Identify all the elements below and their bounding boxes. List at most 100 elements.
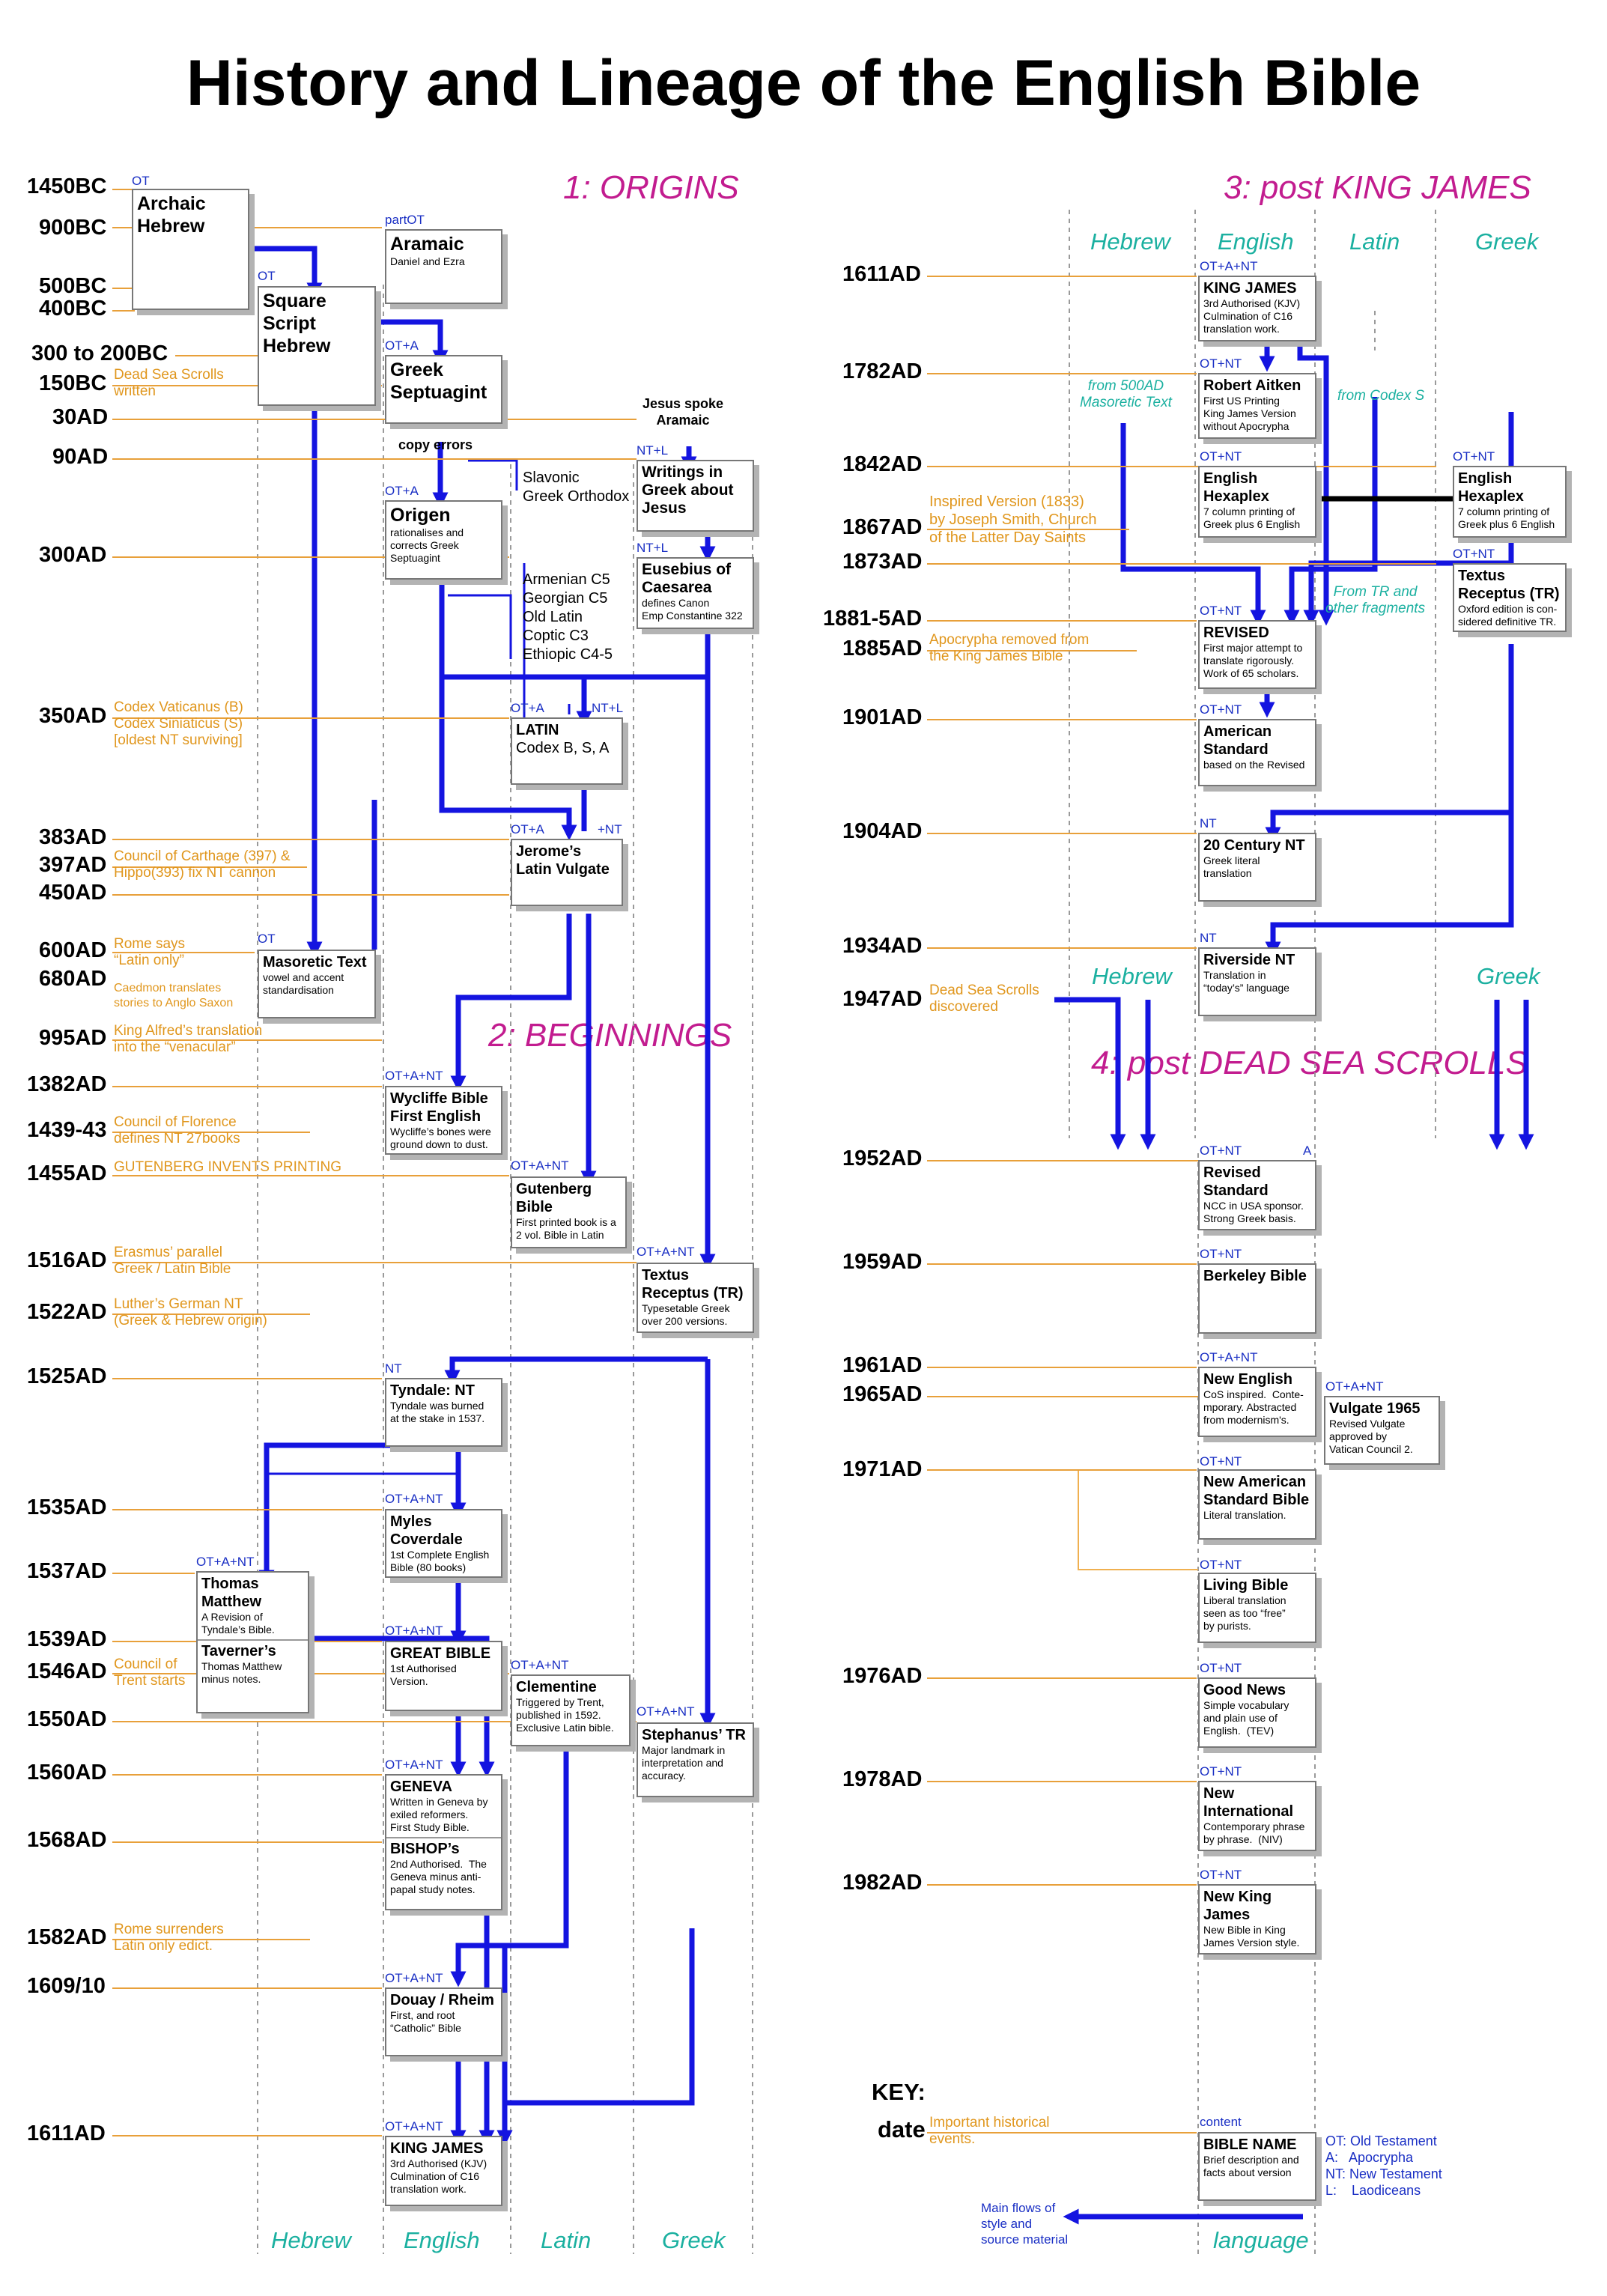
date-line	[927, 947, 1197, 949]
date-400bc: 400BC	[39, 297, 107, 321]
bible-description: Simple vocabulary and plain use of Engli…	[1203, 1699, 1289, 1737]
date-line	[927, 373, 1197, 374]
bible-name: Douay / Rheim	[390, 1992, 494, 2008]
box-thomas-matthew[interactable]: Thomas Matthew A Revision of Tyndale’s B…	[196, 1571, 309, 1713]
tag-otanta: OT+A+NT	[196, 1555, 255, 1569]
box-berkeley-bible[interactable]: Berkeley Bible	[1198, 1263, 1316, 1334]
tag-otanta: OT+A+NT	[1200, 259, 1258, 273]
bible-description: Tyndale was burned at the stake in 1537.	[390, 1400, 485, 1424]
box-jeromes-latin-vulgate[interactable]: Jerome’s Latin Vulgate	[511, 839, 623, 906]
date-1539ad: 1539AD	[27, 1627, 107, 1651]
bible-name: Wycliffe Bible First English	[390, 1090, 488, 1125]
box-textus-receptus-1873[interactable]: Textus Receptus (TR)Oxford edition is co…	[1453, 563, 1567, 632]
date-1971ad: 1971AD	[842, 1457, 923, 1481]
date-1961ad: 1961AD	[842, 1353, 923, 1377]
date-line	[927, 276, 1197, 277]
box-greek-septuagint[interactable]: Greek Septuagint	[385, 355, 502, 424]
bible-name: Vulgate 1965	[1329, 1400, 1421, 1417]
date-1382ad: 1382AD	[27, 1072, 107, 1096]
box-square-script-hebrew[interactable]: Square Script Hebrew	[258, 286, 376, 406]
box-textus-receptus-1516[interactable]: Textus Receptus (TR)Typesetable Greek ov…	[637, 1263, 754, 1333]
tag-otnt: OT+NT	[1200, 1247, 1242, 1261]
bible-description: 3rd Authorised (KJV) Culmination of C16 …	[390, 2157, 487, 2195]
lang-greek-mid: Greek	[1477, 963, 1540, 989]
event-apocrypha-removed: Apocrypha removed from the King James Bi…	[929, 632, 1089, 665]
section-beginnings: 2: BEGINNINGS	[488, 1017, 732, 1054]
event-text: GUTENBERG INVENTS PRINTING	[114, 1159, 342, 1175]
date-150bc: 150BC	[39, 371, 107, 395]
bible-name: Aramaic	[390, 234, 464, 255]
date-line	[112, 866, 307, 868]
box-writings-greek-jesus[interactable]: Writings in Greek about Jesus	[637, 460, 754, 532]
date-1537ad: 1537AD	[27, 1559, 107, 1583]
bible-description: 1st Authorised Version.	[390, 1662, 457, 1687]
bible-name: Textus Receptus (TR)	[642, 1267, 744, 1302]
date-line	[112, 717, 509, 719]
date-1904ad: 1904AD	[842, 819, 923, 843]
key-events: Important historical events.	[929, 2115, 1050, 2148]
box-archaic-hebrew[interactable]: Archaic Hebrew	[132, 189, 249, 310]
date-1522ad: 1522AD	[27, 1300, 107, 1324]
date-line	[927, 1367, 1197, 1368]
tag-otanta: OT+A+NT	[385, 1492, 443, 1506]
key-date: date	[878, 2116, 926, 2142]
tag-a: A	[1303, 1144, 1312, 1158]
box-geneva[interactable]: GENEVA Written in Geneva by exiled refor…	[385, 1774, 502, 1910]
date-line	[927, 1396, 1316, 1397]
tag-ot: OT	[258, 269, 276, 283]
date-line	[927, 1677, 1197, 1679]
label-text: from 500AD Masoretic Text	[1080, 378, 1172, 410]
label-text: Armenian C5 Georgian C5 Old Latin Coptic…	[523, 571, 613, 663]
event-rome-latin-only: Rome says “Latin only”	[114, 936, 185, 969]
event-gutenberg: GUTENBERG INVENTS PRINTING	[114, 1159, 341, 1176]
bible-name: Living Bible	[1203, 1577, 1289, 1594]
label-text: Jesus spoke Aramaic	[643, 396, 724, 428]
event-trent: Council of Trent starts	[114, 1656, 185, 1689]
tag-nt: NT	[385, 1361, 402, 1376]
date-line	[927, 620, 1197, 622]
date-line	[112, 385, 382, 386]
tag-ntl: NT+L	[637, 541, 669, 555]
date-line	[112, 458, 637, 460]
divider	[386, 1837, 501, 1838]
date-line	[112, 839, 509, 840]
bible-name: Good News	[1203, 1682, 1286, 1698]
tag-nt: NT	[1200, 931, 1217, 945]
bible-name: Origen	[390, 505, 451, 526]
date-1611ad-left: 1611AD	[27, 2122, 106, 2145]
date-line	[112, 419, 637, 420]
bible-name: Tyndale: NT	[390, 1382, 475, 1399]
date-line	[112, 556, 509, 558]
bible-name: Greek Septuagint	[390, 359, 487, 403]
